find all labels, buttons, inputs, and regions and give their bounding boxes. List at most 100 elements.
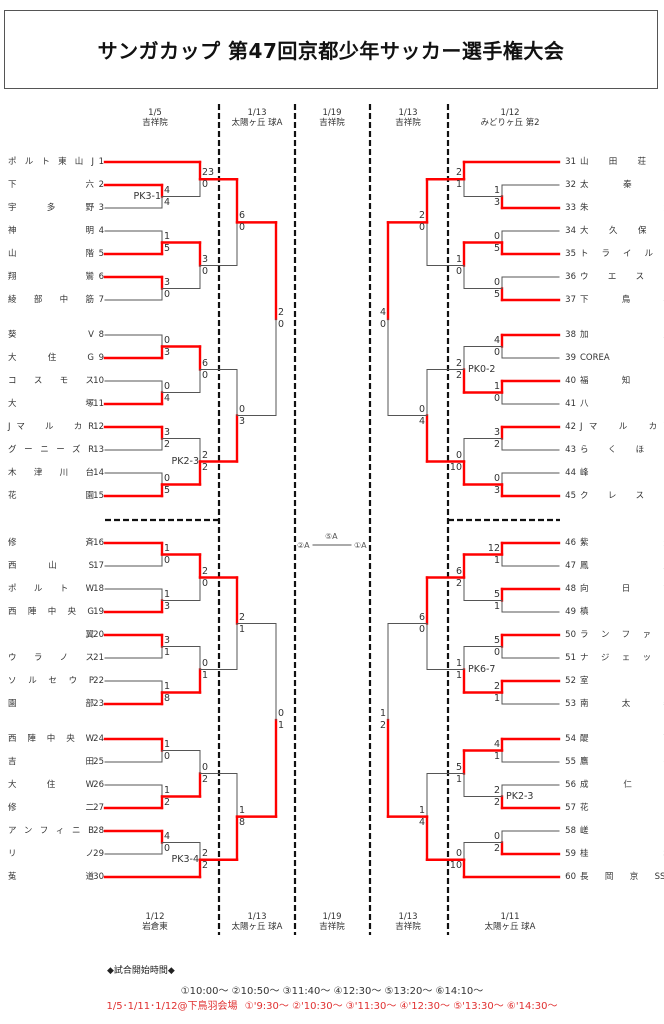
team-name: ウ エ ス ト [580, 272, 664, 282]
score-bottom: 0 [493, 346, 500, 358]
score-top: 6 [239, 210, 246, 222]
round-venue: 太陽ヶ丘 球A [231, 922, 283, 932]
team-name: 花 園 [8, 491, 94, 501]
team-name: Jマ ル カW [580, 422, 664, 432]
team-name: 加 茂 [580, 330, 664, 340]
score-top: 1 [164, 784, 171, 796]
score-bottom: 3 [239, 415, 246, 427]
score-bottom: 0 [164, 750, 171, 762]
team-number: 30 [93, 872, 104, 882]
score-bottom: 1 [164, 646, 171, 658]
team-number: 55 [565, 757, 576, 767]
team-entry: 34 大 久 保 P [562, 226, 664, 236]
title-box: サンガカップ 第47回京都少年サッカー選手権大会 [4, 10, 658, 89]
score-top: 4 [164, 830, 171, 842]
team-entry: ソルセウP22 [8, 676, 104, 686]
score-bottom: 5 [493, 288, 500, 300]
pk-result: PK2-3 [506, 790, 534, 802]
team-entry: Jマ ル カR12 [8, 422, 104, 432]
team-name: 翔 鸞 [8, 272, 94, 282]
score-bottom: 1 [239, 623, 246, 635]
team-number: 45 [565, 491, 576, 501]
score-bottom: 3 [164, 346, 171, 358]
score-bottom: 2 [455, 369, 462, 381]
team-name: 太 秦 B [580, 180, 664, 190]
team-number: 16 [93, 538, 104, 548]
team-name: 花 山 [580, 803, 664, 813]
score-top: 0 [455, 847, 462, 859]
team-number: 27 [93, 803, 104, 813]
score-bottom: 1 [455, 773, 462, 785]
team-name: 下 六 [8, 180, 94, 190]
team-number: 22 [93, 676, 104, 686]
team-entry: ポ ル ト W18 [8, 584, 104, 594]
score-top: 0 [493, 230, 500, 242]
score-bottom: 5 [493, 242, 500, 254]
team-name: 大 住 W [8, 780, 94, 790]
team-name: トライルR [580, 249, 664, 259]
team-name: 大 久 保 P [580, 226, 664, 236]
score-top: 2 [418, 210, 425, 222]
team-name: コ ス モ ス [8, 376, 94, 386]
round-venue: 岩倉東 [142, 922, 168, 932]
score-top: 0 [164, 472, 171, 484]
team-number: 7 [98, 295, 104, 305]
team-number: 56 [565, 780, 576, 790]
team-number: 25 [93, 757, 104, 767]
score-bottom: 1 [455, 669, 462, 681]
score-top: 0 [418, 403, 425, 415]
team-name: 鳳 凰 [580, 561, 664, 571]
team-number: 15 [93, 491, 104, 501]
score-top: 3 [164, 426, 171, 438]
team-name: ランファン [580, 630, 664, 640]
team-number: 26 [93, 780, 104, 790]
team-number: 38 [565, 330, 576, 340]
team-entry: 翼 20 [8, 630, 104, 640]
pk-result: PK3-1 [133, 190, 161, 202]
score-top: 1 [164, 680, 171, 692]
team-number: 9 [98, 353, 104, 363]
score-top: 6 [418, 611, 425, 623]
team-entry: ウ ラ ノ ス21 [8, 653, 104, 663]
round-venue: 吉祥院 [395, 922, 421, 932]
round-venue: 吉祥院 [319, 922, 345, 932]
team-number: 3 [98, 203, 104, 213]
team-name: 大 塚 [8, 399, 94, 409]
team-number: 5 [98, 249, 104, 259]
team-number: 53 [565, 699, 576, 709]
team-number: 37 [565, 295, 576, 305]
round-venue: 太陽ヶ丘 球A [484, 922, 536, 932]
team-name: アンフィニB [8, 826, 94, 836]
team-name: ウ ラ ノ ス [8, 653, 94, 663]
score-top: 1 [455, 253, 462, 265]
score-bottom: 0 [493, 392, 500, 404]
team-name: 吉 田 [8, 757, 94, 767]
team-number: 52 [565, 676, 576, 686]
score-bottom: 5 [164, 484, 171, 496]
team-entry: 西 山 S17 [8, 561, 104, 571]
score-bottom: 4 [418, 816, 425, 828]
team-number: 34 [565, 226, 576, 236]
team-number: 46 [565, 538, 576, 548]
